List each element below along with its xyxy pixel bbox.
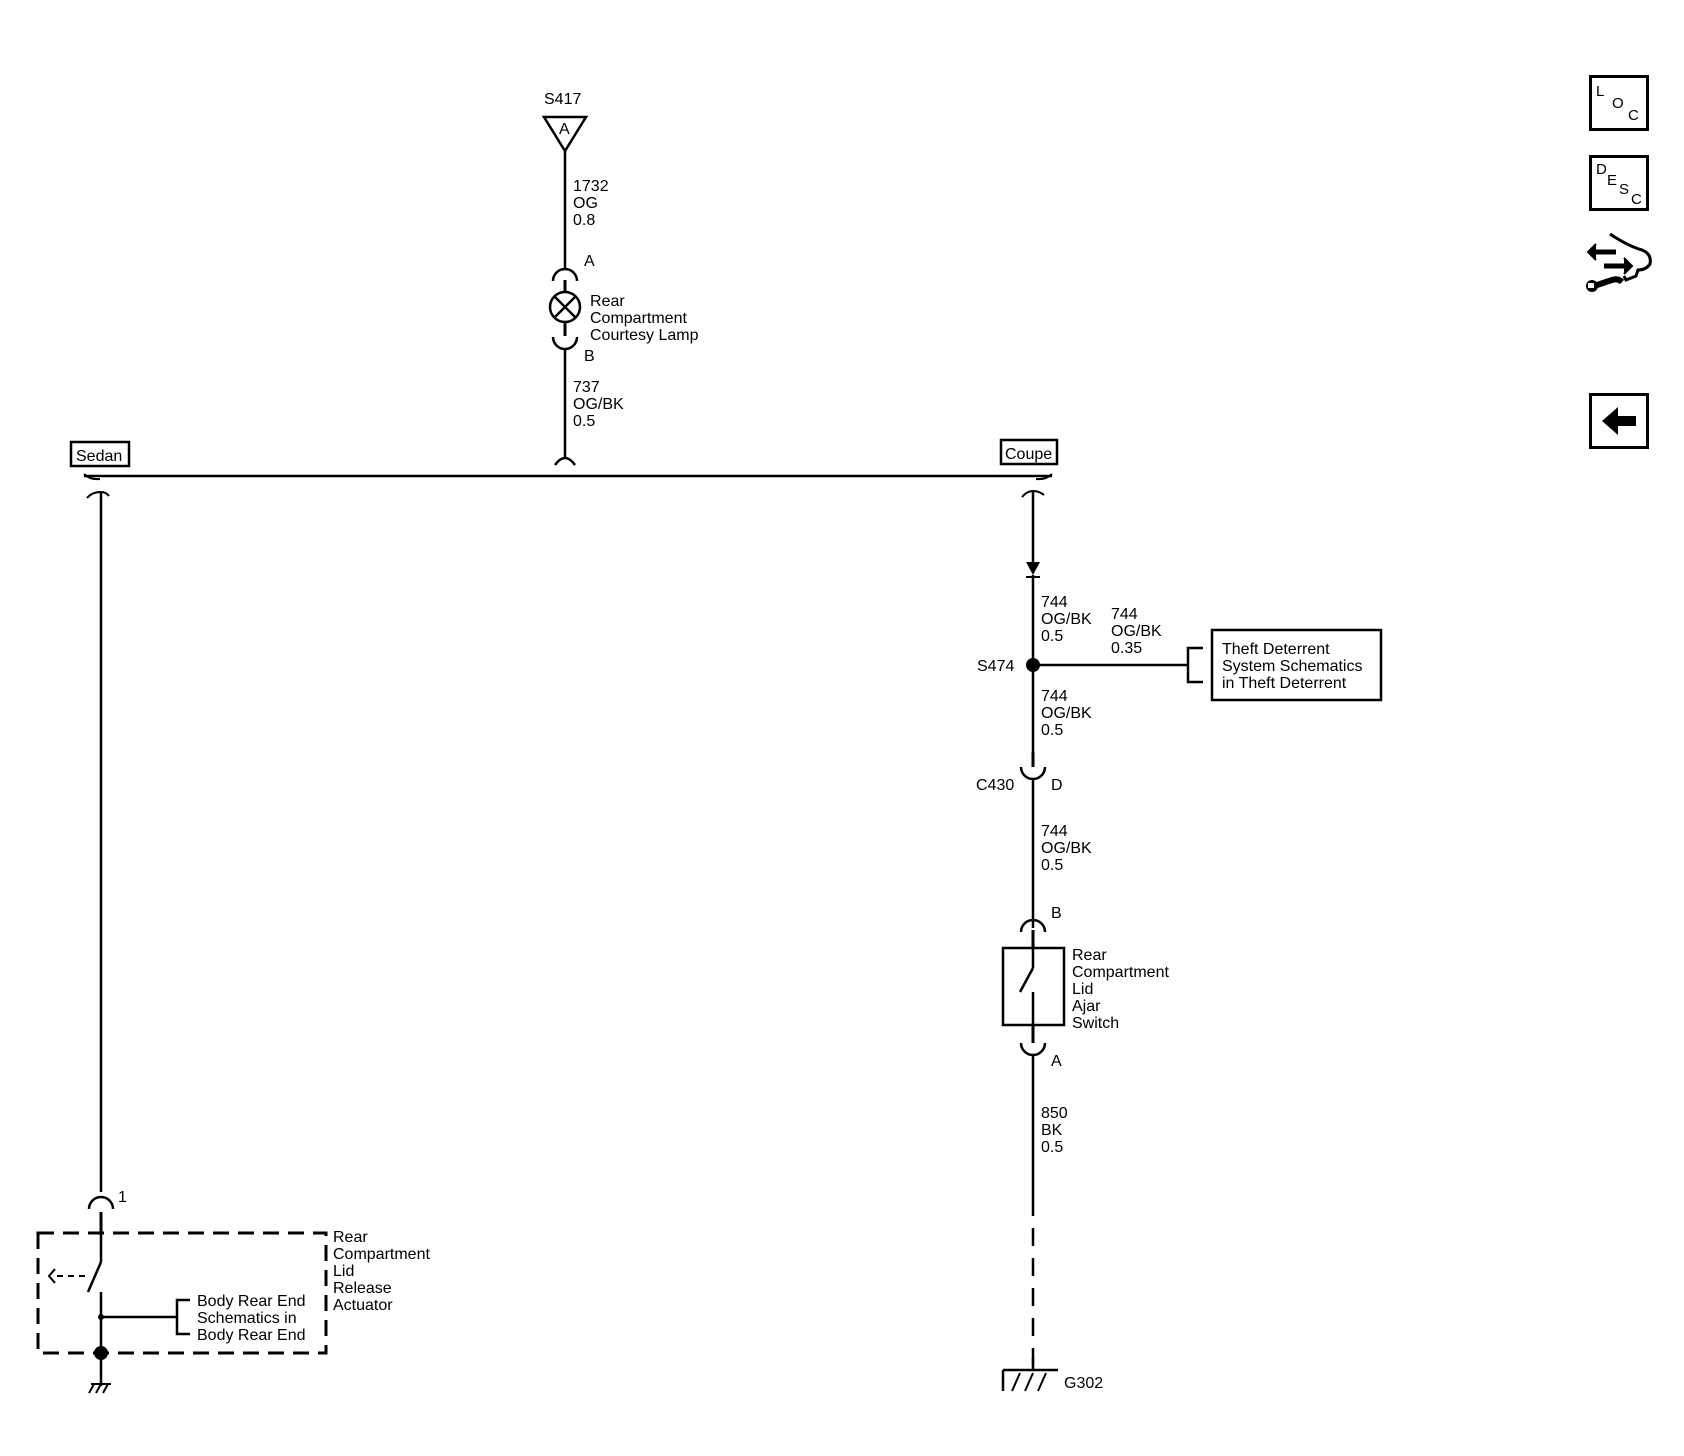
lamp-label-2: Compartment <box>590 310 687 327</box>
wire-850-gauge: 0.5 <box>1041 1139 1063 1156</box>
lamp-label-1: Rear <box>590 293 625 310</box>
desc-letter-e: E <box>1607 172 1618 189</box>
lamp-label-3: Courtesy Lamp <box>590 327 699 344</box>
wire-737-color: OG/BK <box>573 396 624 413</box>
bus-end-right <box>1035 473 1053 481</box>
option-coupe-box <box>999 438 1059 466</box>
option-sedan-box <box>69 440 131 468</box>
actuator-switch-symbol <box>47 1232 103 1352</box>
connector-c430 <box>1019 766 1047 781</box>
desc-letter-c: C <box>1631 191 1642 208</box>
wire-737-gauge: 0.5 <box>573 413 595 430</box>
theft-ref-line-3: in Theft Deterrent <box>1222 675 1347 692</box>
loc-letter-o: O <box>1612 95 1624 112</box>
theft-ref-bracket <box>1186 646 1203 684</box>
wire-744-branch-color: OG/BK <box>1111 623 1162 640</box>
theft-ref-line-1: Theft Deterrent <box>1222 641 1330 658</box>
body-ref-line-3: Body Rear End <box>197 1327 306 1344</box>
ground-g302-label: G302 <box>1064 1375 1103 1392</box>
wire-737-break <box>553 456 577 466</box>
option-sedan-label: Sedan <box>76 448 122 465</box>
switch-connector-b <box>1019 918 1047 933</box>
wire-744-mid-color: OG/BK <box>1041 705 1092 722</box>
desc-button[interactable]: D E S C <box>1589 155 1649 211</box>
actuator-ground-icon <box>88 1383 111 1394</box>
wire-1732-gauge: 0.8 <box>573 212 595 229</box>
actuator-connector-1 <box>87 1195 115 1210</box>
switch-label-1: Rear <box>1072 947 1107 964</box>
theft-ref-line-2: System Schematics <box>1222 658 1362 675</box>
body-ref-line-1: Body Rear End <box>197 1293 306 1310</box>
sedan-break <box>86 490 110 499</box>
body-ref-line-2: Schematics in <box>197 1310 297 1327</box>
wire-744-upper-gauge: 0.5 <box>1041 628 1063 645</box>
splice-s417-label: S417 <box>544 91 581 108</box>
switch-pin-b: B <box>1051 905 1062 922</box>
ground-g302-icon <box>1001 1358 1058 1392</box>
switch-connector-a <box>1019 1042 1047 1057</box>
desc-letter-s: S <box>1619 181 1630 198</box>
wire-1732-color: OG <box>573 195 598 212</box>
connector-c430-label: C430 <box>976 777 1014 794</box>
actuator-label-2: Compartment <box>333 1246 430 1263</box>
coupe-arrow-icon <box>1026 562 1040 575</box>
splice-s474-label: S474 <box>977 658 1014 675</box>
wire-744-mid-gauge: 0.5 <box>1041 722 1063 739</box>
connector-tool-button[interactable] <box>1582 228 1654 300</box>
loc-letter-l: L <box>1596 83 1605 100</box>
lamp-connector-a <box>551 267 579 282</box>
lamp-pin-a: A <box>584 253 595 270</box>
splice-s417-pin: A <box>559 121 570 138</box>
actuator-box <box>36 1231 328 1355</box>
bus-end-left <box>83 473 101 481</box>
actuator-label-3: Lid <box>333 1263 354 1280</box>
switch-label-2: Compartment <box>1072 964 1169 981</box>
option-coupe-label: Coupe <box>1005 446 1052 463</box>
theft-ref-box[interactable] <box>1210 628 1383 702</box>
actuator-label-5: Actuator <box>333 1297 393 1314</box>
wire-850-color: BK <box>1041 1122 1063 1139</box>
switch-label-3: Lid <box>1072 981 1093 998</box>
wire-850-circuit: 850 <box>1041 1105 1068 1122</box>
connector-c430-pin: D <box>1051 777 1063 794</box>
back-button[interactable] <box>1589 393 1649 449</box>
actuator-pin-1: 1 <box>118 1189 127 1206</box>
actuator-label-4: Release <box>333 1280 392 1297</box>
lamp-connector-b <box>551 336 579 351</box>
wire-744-upper-circuit: 744 <box>1041 594 1068 611</box>
wire-744-branch-gauge: 0.35 <box>1111 640 1142 657</box>
switch-label-4: Ajar <box>1072 998 1101 1015</box>
desc-letter-d: D <box>1596 161 1607 178</box>
splice-s417-symbol <box>541 115 589 154</box>
wire-744-lower-color: OG/BK <box>1041 840 1092 857</box>
loc-letter-c: C <box>1628 107 1639 124</box>
back-arrow-icon <box>1602 407 1636 435</box>
lamp-pin-b: B <box>584 348 595 365</box>
lid-ajar-switch-symbol <box>1018 948 1035 1025</box>
wire-744-upper-color: OG/BK <box>1041 611 1092 628</box>
body-ref-bracket <box>175 1298 190 1336</box>
switch-label-5: Switch <box>1072 1015 1119 1032</box>
hand-wrench-icon <box>1586 232 1652 292</box>
wire-744-mid-circuit: 744 <box>1041 688 1068 705</box>
wire-737-circuit: 737 <box>573 379 600 396</box>
switch-pin-a: A <box>1051 1053 1062 1070</box>
wire-744-lower-circuit: 744 <box>1041 823 1068 840</box>
wire-744-branch-circuit: 744 <box>1111 606 1138 623</box>
loc-button[interactable]: L O C <box>1589 75 1649 131</box>
wire-744-lower-gauge: 0.5 <box>1041 857 1063 874</box>
courtesy-lamp-symbol <box>548 290 582 324</box>
actuator-label-1: Rear <box>333 1229 368 1246</box>
wire-1732-circuit: 1732 <box>573 178 609 195</box>
